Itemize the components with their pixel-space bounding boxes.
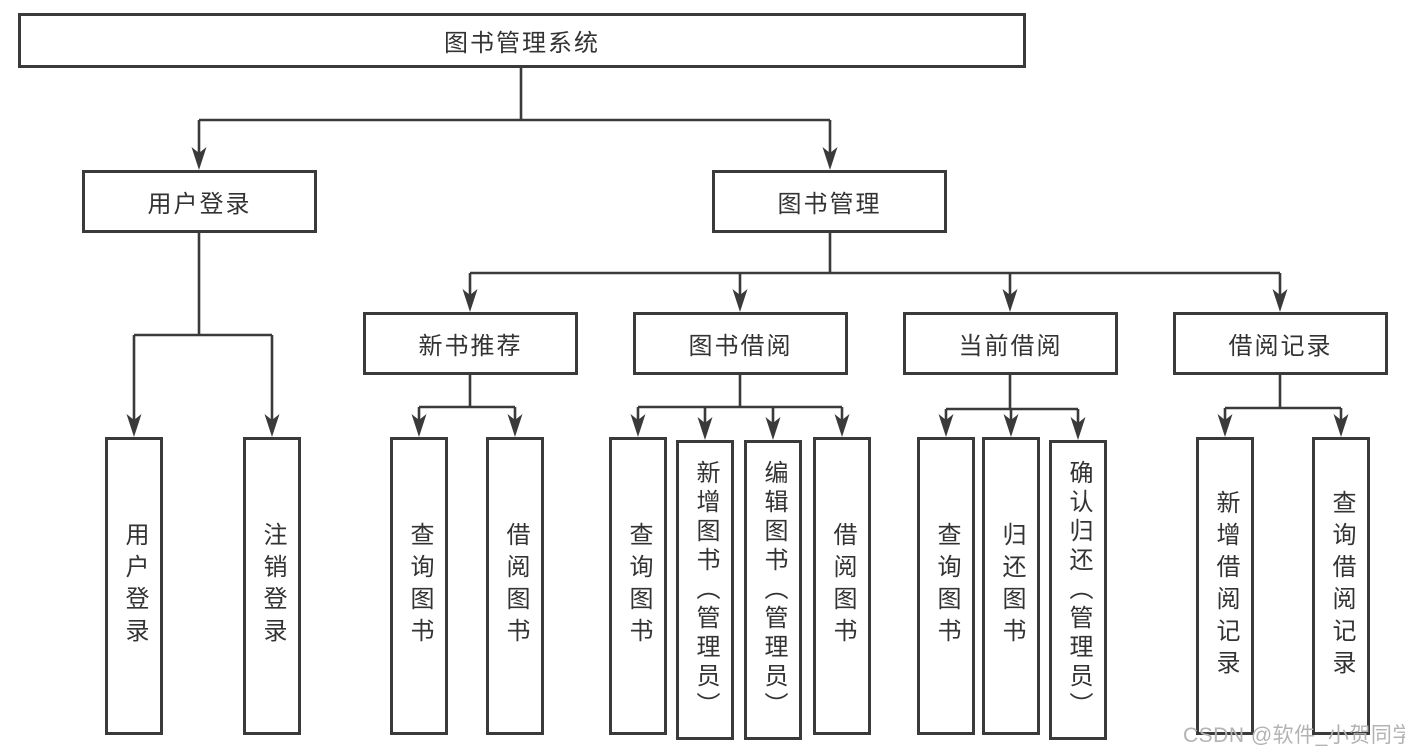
leaf-borrow-query: 查询图书 xyxy=(609,437,667,735)
leaf-borrow-add-admin: 新增图书（管理员） xyxy=(676,440,734,740)
arrowhead xyxy=(462,289,478,312)
node-root: 图书管理系统 xyxy=(18,13,1026,68)
leaf-logout-label: 注销登录 xyxy=(259,522,286,650)
watermark: CSDN @软件_小贺同学 xyxy=(1183,724,1405,747)
leaf-current-confirm-admin: 确认归还（管理员） xyxy=(1049,440,1107,740)
leaf-user-login: 用户登录 xyxy=(105,437,163,735)
arrowhead xyxy=(1333,414,1349,437)
node-borrow-record: 借阅记录 xyxy=(1173,312,1388,375)
leaf-borrow-edit-admin-label: 编辑图书（管理员） xyxy=(760,459,787,721)
leaf-record-add: 新增借阅记录 xyxy=(1196,437,1254,735)
leaf-newbook-query: 查询图书 xyxy=(390,437,448,735)
arrowhead xyxy=(1003,414,1019,437)
arrowhead xyxy=(697,417,713,440)
node-book-borrow: 图书借阅 xyxy=(633,312,848,375)
leaf-logout: 注销登录 xyxy=(243,437,301,735)
node-book-borrow-label: 图书借阅 xyxy=(688,333,793,360)
node-new-book-label: 新书推荐 xyxy=(418,333,523,360)
connector-stems xyxy=(132,68,1343,424)
arrowhead xyxy=(1070,417,1086,440)
leaf-borrow-add-admin-label: 新增图书（管理员） xyxy=(692,459,719,721)
leaf-borrow-borrow-label: 借阅图书 xyxy=(829,522,856,650)
leaf-newbook-borrow-label: 借阅图书 xyxy=(502,522,529,650)
node-borrow-record-label: 借阅记录 xyxy=(1228,333,1333,360)
arrowhead xyxy=(264,414,280,437)
node-root-label: 图书管理系统 xyxy=(444,30,600,57)
arrowhead xyxy=(126,414,142,437)
leaf-borrow-edit-admin: 编辑图书（管理员） xyxy=(744,440,802,740)
node-new-book: 新书推荐 xyxy=(363,312,578,375)
connector-bookborrow-to-leaves xyxy=(636,375,844,424)
leaf-record-query: 查询借阅记录 xyxy=(1312,437,1370,735)
node-book-mgmt-label: 图书管理 xyxy=(777,191,882,218)
arrowhead xyxy=(1217,414,1233,437)
leaf-record-query-label: 查询借阅记录 xyxy=(1328,490,1355,682)
arrowhead xyxy=(1002,289,1018,312)
leaf-current-confirm-admin-label: 确认归还（管理员） xyxy=(1065,459,1092,721)
connector-root-to-level2 xyxy=(197,68,832,154)
connector-newbook-to-leaves xyxy=(417,375,517,421)
arrowhead xyxy=(507,414,523,437)
leaf-record-add-label: 新增借阅记录 xyxy=(1212,490,1239,682)
leaf-current-return: 归还图书 xyxy=(982,437,1040,735)
leaf-newbook-query-label: 查询图书 xyxy=(406,522,433,650)
leaf-current-query: 查询图书 xyxy=(917,437,975,735)
arrowhead xyxy=(1272,289,1288,312)
leaf-borrow-borrow: 借阅图书 xyxy=(813,437,871,735)
connector-bookmgmt-to-level3 xyxy=(468,233,1282,296)
leaf-current-return-label: 归还图书 xyxy=(998,522,1025,650)
node-current-borrow: 当前借阅 xyxy=(903,312,1118,375)
connector-borrowrecord-to-leaves xyxy=(1223,375,1343,421)
connector-currentborrow-to-leaves xyxy=(944,375,1080,424)
leaf-user-login-label: 用户登录 xyxy=(121,522,148,650)
arrowhead xyxy=(732,289,748,312)
arrowhead xyxy=(765,417,781,440)
node-current-borrow-label: 当前借阅 xyxy=(958,333,1063,360)
leaf-newbook-borrow: 借阅图书 xyxy=(486,437,544,735)
leaf-current-query-label: 查询图书 xyxy=(933,522,960,650)
arrowhead xyxy=(411,414,427,437)
arrowheads xyxy=(126,147,1349,440)
arrowhead xyxy=(822,147,838,170)
arrowhead xyxy=(938,414,954,437)
leaf-borrow-query-label: 查询图书 xyxy=(625,522,652,650)
node-book-mgmt: 图书管理 xyxy=(712,170,947,233)
arrowhead xyxy=(834,414,850,437)
node-user-login: 用户登录 xyxy=(82,170,317,233)
connector-userlogin-to-leaves xyxy=(132,233,274,421)
arrowhead xyxy=(630,414,646,437)
node-user-login-label: 用户登录 xyxy=(147,191,252,218)
arrowhead xyxy=(191,147,207,170)
